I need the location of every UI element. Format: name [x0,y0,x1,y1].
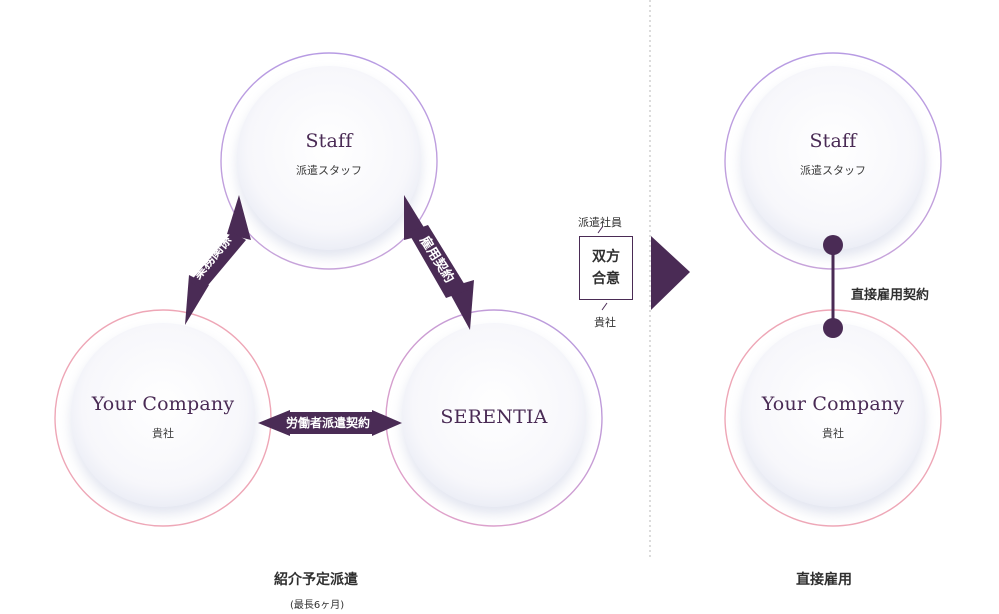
right-company-sub: 貴社 [822,427,844,440]
serentia-circle [385,309,603,527]
left-company-circle [54,309,272,527]
right-caption: 直接雇用 [796,572,852,588]
right-company-circle [724,309,942,527]
left-staff-circle [220,52,438,270]
right-company-node: Your Company 貴社 [743,393,923,441]
left-company-name: Your Company [91,393,235,415]
right-staff-sub: 派遣スタッフ [800,164,866,177]
serentia-name: SERENTIA [440,406,548,428]
direct-employment-connector [823,235,843,338]
right-staff-name: Staff [809,130,857,152]
right-staff-node: Staff 派遣スタッフ [753,130,913,178]
right-staff-circle [724,52,942,270]
employment-contract-arrow [404,195,474,330]
agreement-line-1: 双方 [592,249,620,265]
left-company-node: Your Company 貴社 [73,393,253,441]
dispatch-contract-arrow [258,410,402,436]
right-company-name: Your Company [761,393,905,415]
dispatch-contract-label: 労働者派遣契約 [286,416,371,430]
business-relation-arrow [185,195,251,325]
direct-employment-contract-label: 直接雇用契約 [851,288,930,303]
serentia-node: SERENTIA [414,406,574,428]
left-caption: 紹介予定派遣 [274,572,358,588]
agreement-bottom-label: 貴社 [594,316,616,329]
transition-arrow-icon [651,236,690,310]
left-company-sub: 貴社 [152,427,174,440]
agreement-line-2: 合意 [592,271,620,287]
left-caption-sub: (最長6ヶ月) [290,600,345,611]
agreement-box: 双方 合意 [579,236,633,300]
left-staff-sub: 派遣スタッフ [296,164,362,177]
left-staff-node: Staff 派遣スタッフ [249,130,409,178]
agreement-top-label: 派遣社員 [578,216,622,229]
left-staff-name: Staff [305,130,353,152]
